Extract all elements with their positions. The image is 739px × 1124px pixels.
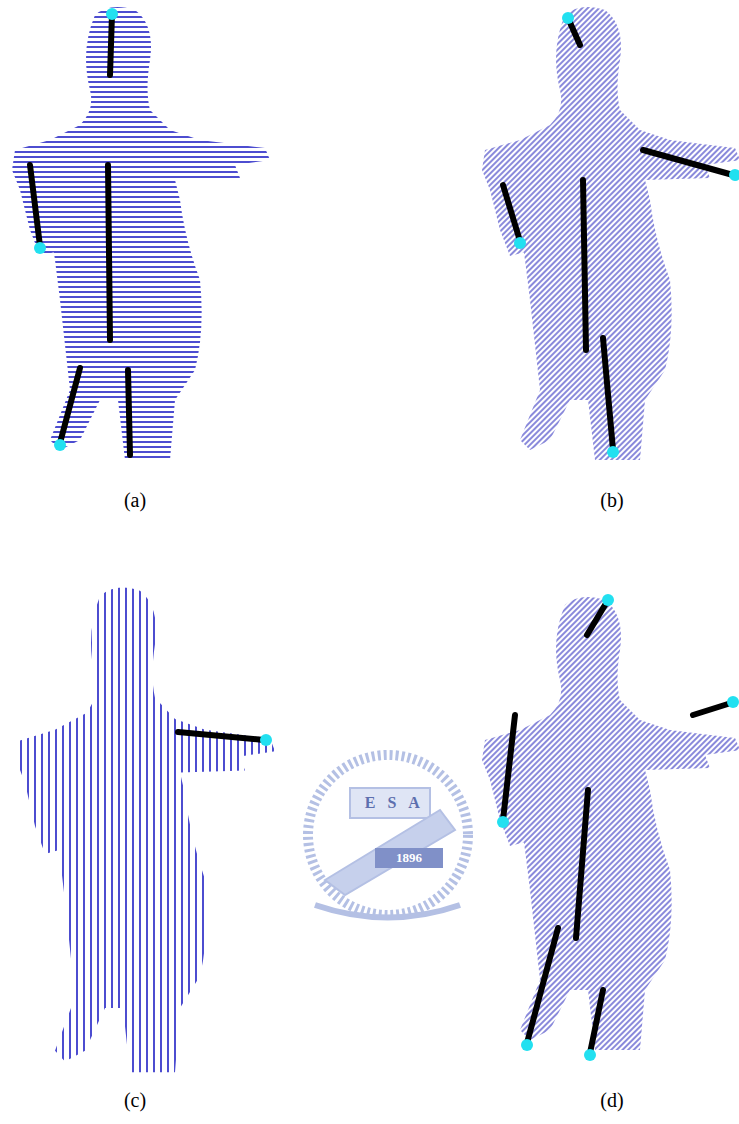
skeleton-lines — [30, 14, 733, 1053]
silhouette-c — [17, 587, 275, 1072]
joint-dots — [34, 8, 739, 1061]
panel-label: (c) — [124, 1089, 146, 1112]
panel-label: (b) — [600, 489, 623, 512]
watermark-year: 1896 — [396, 850, 422, 866]
silhouette-a — [12, 7, 270, 460]
silhouette-b — [482, 7, 739, 460]
watermark-letter: E — [365, 794, 376, 812]
panel-label: (a) — [124, 489, 146, 512]
watermark-letter: A — [408, 794, 420, 812]
watermark-letter: S — [388, 794, 397, 812]
watermark-logo — [308, 755, 468, 918]
silhouette-d — [482, 597, 739, 1050]
panel-label: (d) — [600, 1089, 623, 1112]
